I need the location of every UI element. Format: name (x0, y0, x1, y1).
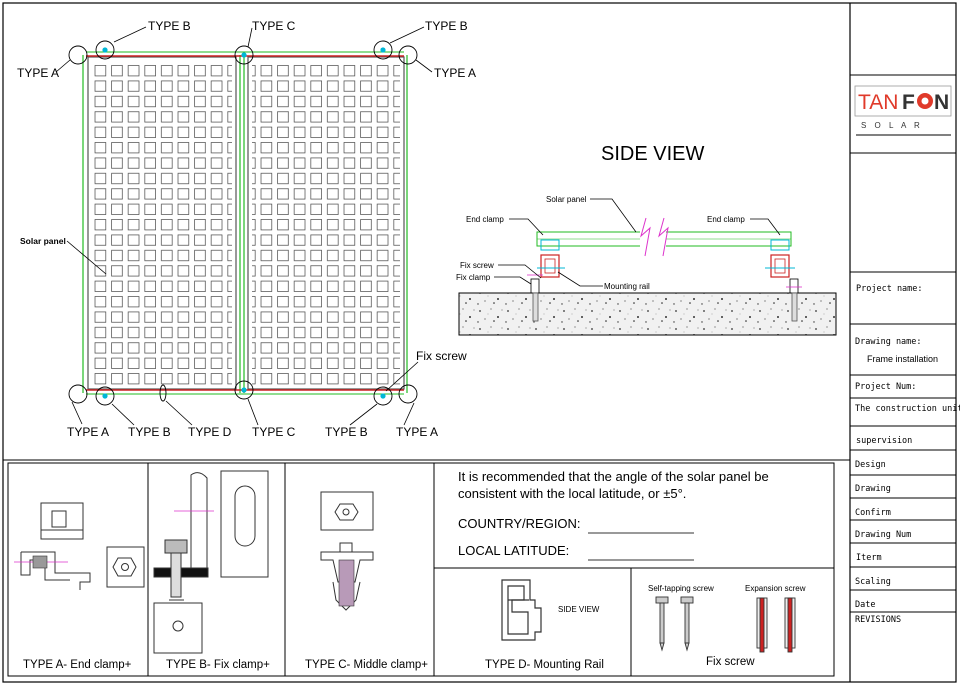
tanfon-logo: TAN F N S O L A R (854, 85, 952, 130)
side-view-title: SIDE VIEW (601, 143, 704, 165)
label-fix-screw: Fix screw (416, 349, 467, 363)
caption-type-a: TYPE A- End clamp+ (23, 659, 132, 671)
label-type-a-bottom-left: TYPE A (67, 425, 109, 439)
type-b-fix-clamp-drawing (153, 470, 269, 654)
title-drawing-num: Drawing Num (855, 530, 911, 540)
label-type-c-top: TYPE C (252, 19, 296, 33)
recommend-note-line-2: consistent with the local latitude, or ±… (458, 486, 686, 501)
title-confirm: Confirm (855, 508, 891, 518)
label-type-c-bottom: TYPE C (252, 425, 296, 439)
title-drawing-name: Drawing name: (855, 337, 922, 347)
solar-panel-right (252, 62, 400, 385)
title-block-lines (850, 74, 956, 613)
svg-text:F: F (902, 91, 915, 114)
title-drawing: Drawing (855, 484, 891, 494)
svg-text:S O L A R: S O L A R (861, 121, 923, 130)
side-view: SIDE VIEW Solar pan (456, 143, 837, 336)
self-tapping-screw-label: Self-tapping screw (648, 584, 714, 593)
recommend-note-line-1: It is recommended that the angle of the … (458, 469, 769, 484)
side-label-fix-clamp: Fix clamp (456, 273, 491, 282)
label-type-d: TYPE D (188, 425, 232, 439)
concrete-roof (458, 292, 837, 336)
solar-panel-left (92, 62, 232, 385)
title-revisions: REVISIONS (855, 615, 901, 625)
local-latitude-label: LOCAL LATITUDE: (458, 543, 569, 558)
type-c-middle-clamp-drawing (320, 491, 374, 611)
svg-text:N: N (934, 91, 949, 114)
title-project-name: Project name: (856, 284, 923, 294)
side-label-end-clamp-left: End clamp (466, 215, 504, 224)
side-label-solar-panel: Solar panel (546, 195, 587, 204)
label-type-b-bottom-right: TYPE B (325, 425, 368, 439)
rail-side-view-label: SIDE VIEW (558, 605, 600, 614)
caption-type-b: TYPE B- Fix clamp+ (166, 659, 270, 671)
title-iterm: Iterm (856, 553, 882, 563)
country-region-label: COUNTRY/REGION: (458, 516, 581, 531)
svg-text:TAN: TAN (858, 91, 898, 114)
label-type-b-top-left: TYPE B (148, 19, 191, 33)
caption-fix-screw: Fix screw (706, 656, 755, 668)
label-solar-panel: Solar panel (20, 236, 66, 246)
side-label-mounting-rail: Mounting rail (604, 282, 650, 291)
caption-type-d: TYPE D- Mounting Rail (485, 659, 604, 671)
title-drawing-name-value: Frame installation (867, 354, 938, 364)
side-label-fix-screw: Fix screw (460, 261, 494, 270)
expansion-screw-drawing (756, 597, 796, 653)
title-project-num: Project Num: (855, 382, 916, 392)
type-a-end-clamp-drawing (20, 502, 145, 590)
type-d-mounting-rail-drawing (501, 579, 542, 641)
label-type-a-top-right: TYPE A (434, 66, 476, 80)
title-date: Date (855, 600, 875, 610)
title-construction-unit: The construction unit: (855, 404, 960, 414)
caption-type-c: TYPE C- Middle clamp+ (305, 659, 428, 671)
label-type-b-top-right: TYPE B (425, 19, 468, 33)
label-type-a-top-left: TYPE A (17, 66, 59, 80)
title-supervision: supervision (856, 436, 912, 446)
label-type-a-bottom-right: TYPE A (396, 425, 438, 439)
top-view: TYPE B TYPE C TYPE B TYPE A TYPE A Solar… (17, 19, 476, 439)
expansion-screw-label: Expansion screw (745, 584, 806, 593)
self-tapping-screw-drawing (655, 596, 694, 652)
detail-grid (7, 462, 835, 677)
title-design: Design (855, 460, 886, 470)
side-label-end-clamp-right: End clamp (707, 215, 745, 224)
label-type-b-bottom-left: TYPE B (128, 425, 171, 439)
title-scaling: Scaling (855, 577, 891, 587)
